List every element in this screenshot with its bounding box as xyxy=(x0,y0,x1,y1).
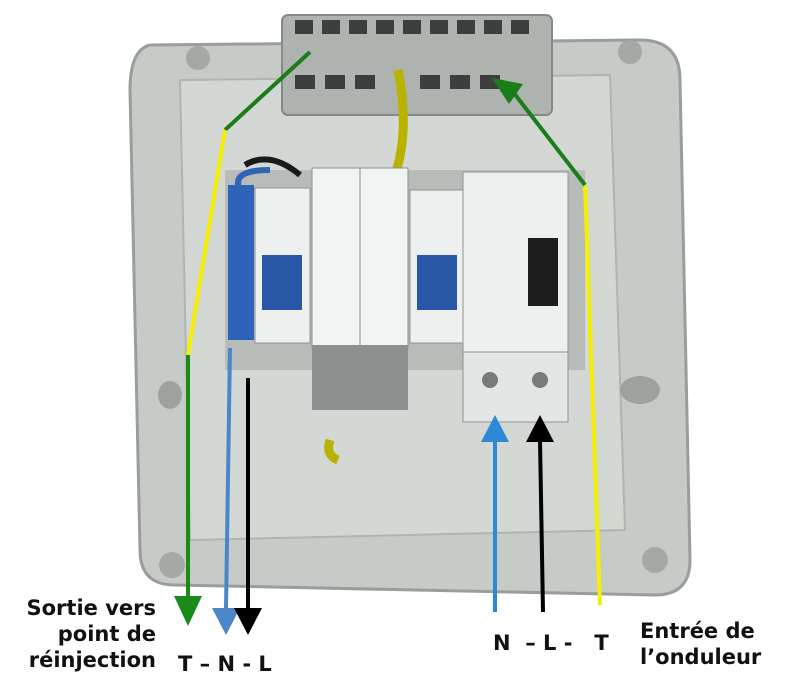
output-label: Sortie vers point de réinjection xyxy=(16,595,157,673)
earth-wire xyxy=(390,69,408,177)
output-terminals-label: T – N - L xyxy=(178,652,272,676)
neutral-block xyxy=(228,185,254,340)
earth-arrow-up-icon xyxy=(492,78,523,104)
phase-arrow-up-icon xyxy=(526,415,554,442)
earth-arrow-down-icon xyxy=(174,596,202,626)
input-label-line2: l’onduleur xyxy=(640,645,762,669)
neutral-line-left xyxy=(224,347,232,609)
output-label-line2: point de xyxy=(57,622,156,646)
earth-wire-bottom xyxy=(324,438,340,465)
phase-arrow-down-icon xyxy=(234,608,262,635)
output-label-line1: Sortie vers xyxy=(26,596,157,620)
black-wire xyxy=(243,156,302,178)
output-label-line3: réinjection xyxy=(28,648,156,672)
neutral-arrow-up-icon xyxy=(481,415,509,442)
blue-wire xyxy=(235,167,271,192)
earth-path-left xyxy=(223,50,312,132)
din-rail-devices xyxy=(225,167,585,423)
input-label: Entrée de l’onduleur xyxy=(640,618,790,670)
earth-terminal-block xyxy=(281,14,553,116)
earth-line-right-yellow xyxy=(583,184,602,606)
earth-line-right-green xyxy=(508,86,587,187)
earth-line-left-yellow xyxy=(186,129,227,356)
input-label-line1: Entrée de xyxy=(640,619,755,643)
input-terminals-label: N – L - T xyxy=(493,631,609,655)
phase-line-right xyxy=(538,439,545,613)
neutral-arrow-down-icon xyxy=(212,608,240,635)
